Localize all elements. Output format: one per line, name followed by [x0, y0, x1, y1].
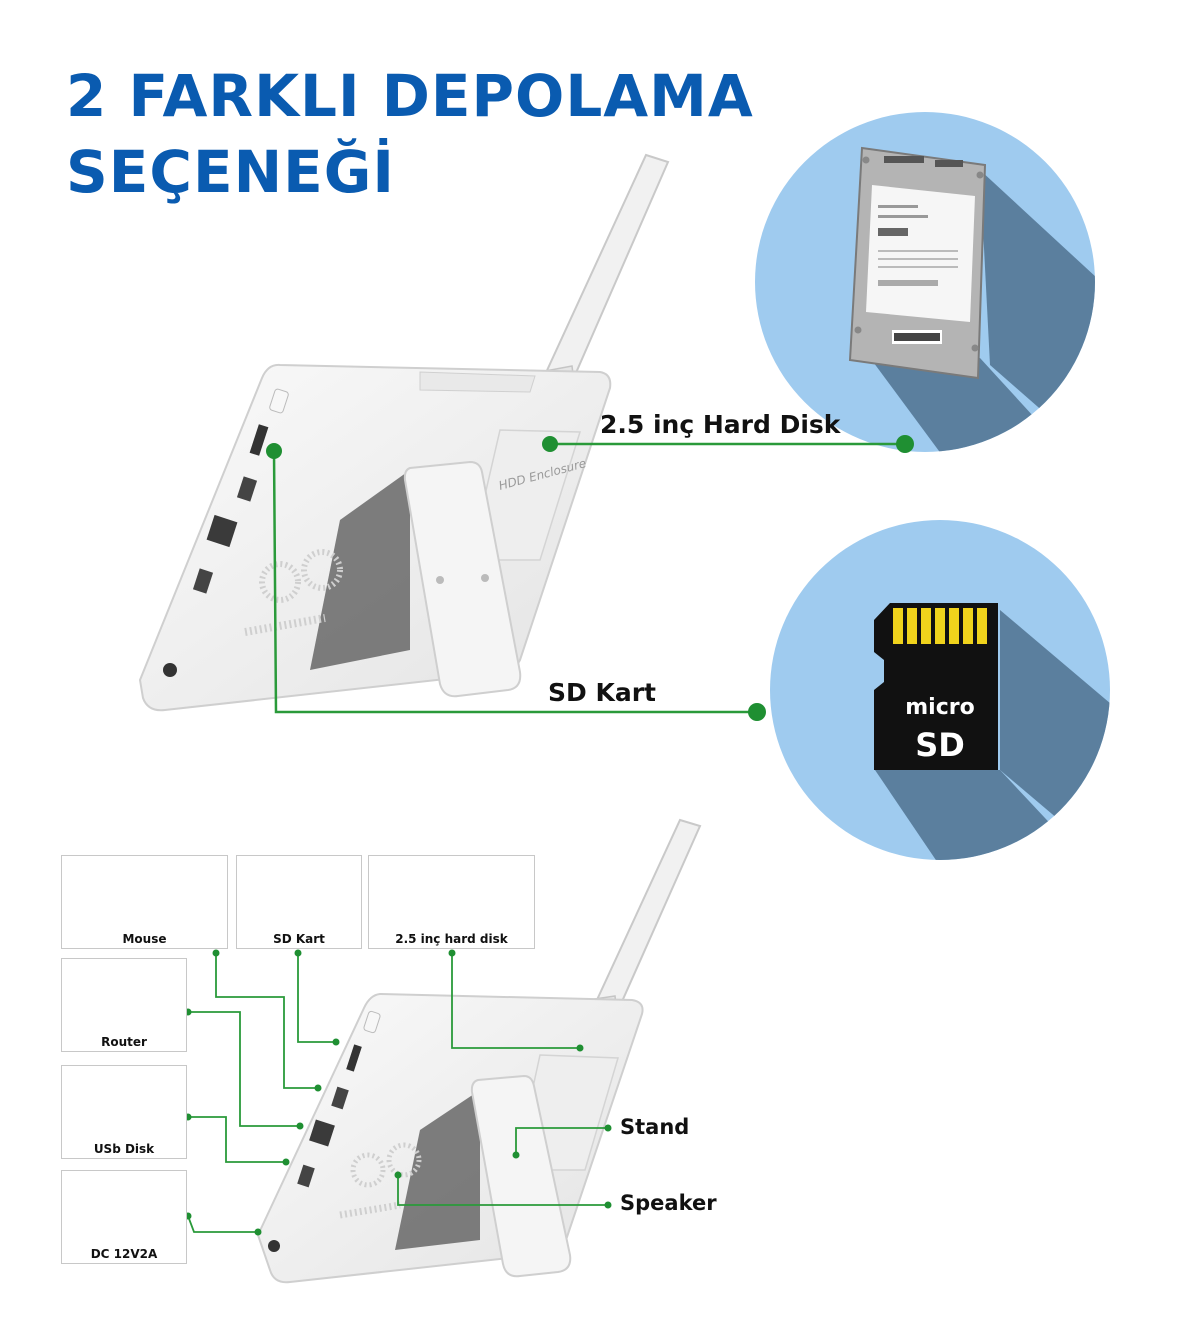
- sd-card-line-1: micro: [905, 695, 974, 720]
- stand-label: Stand: [620, 1115, 690, 1139]
- accessory-sd-card: SD Kart: [236, 855, 362, 949]
- title-line-2: SEÇENEĞİ: [66, 138, 395, 206]
- accessory-hard-disk-label: 2.5 inç hard disk: [395, 932, 508, 946]
- hard-disk-circle: [755, 112, 1095, 452]
- accessory-power-label: DC 12V2A: [90, 1247, 158, 1261]
- device-top: HDD Enclosure: [138, 153, 670, 712]
- accessory-router-label: Router: [101, 1035, 147, 1049]
- hard-disk-connector: [542, 435, 914, 453]
- sd-card-circle: micro SD: [770, 520, 1110, 860]
- title-line-1: 2 FARKLI DEPOLAMA: [66, 62, 754, 130]
- speaker-label: Speaker: [620, 1191, 717, 1215]
- hard-disk-icon: [848, 146, 987, 380]
- accessory-mouse: Mouse: [61, 855, 228, 949]
- sd-card-label: SD Kart: [548, 678, 656, 707]
- accessory-connector-dots: [184, 949, 612, 1236]
- micro-sd-icon: micro SD: [874, 603, 998, 770]
- accessory-mouse-label: Mouse: [122, 932, 167, 946]
- accessory-usb-disk-label: USb Disk: [93, 1142, 155, 1156]
- hard-disk-label: 2.5 inç Hard Disk: [600, 410, 841, 439]
- accessory-sd-card-label: SD Kart: [273, 932, 325, 946]
- sd-card-line-2: SD: [915, 726, 965, 764]
- accessory-connectors: [187, 953, 608, 1233]
- accessory-usb-disk: USb Disk: [61, 1065, 187, 1159]
- accessory-hard-disk: 2.5 inç hard disk: [368, 855, 535, 949]
- page-title: 2 FARKLI DEPOLAMA SEÇENEĞİ: [66, 58, 754, 210]
- sd-card-connector: [266, 443, 766, 721]
- accessory-power: DC 12V2A: [61, 1170, 187, 1264]
- accessory-router: Router: [61, 958, 187, 1052]
- device-bottom: [256, 818, 702, 1284]
